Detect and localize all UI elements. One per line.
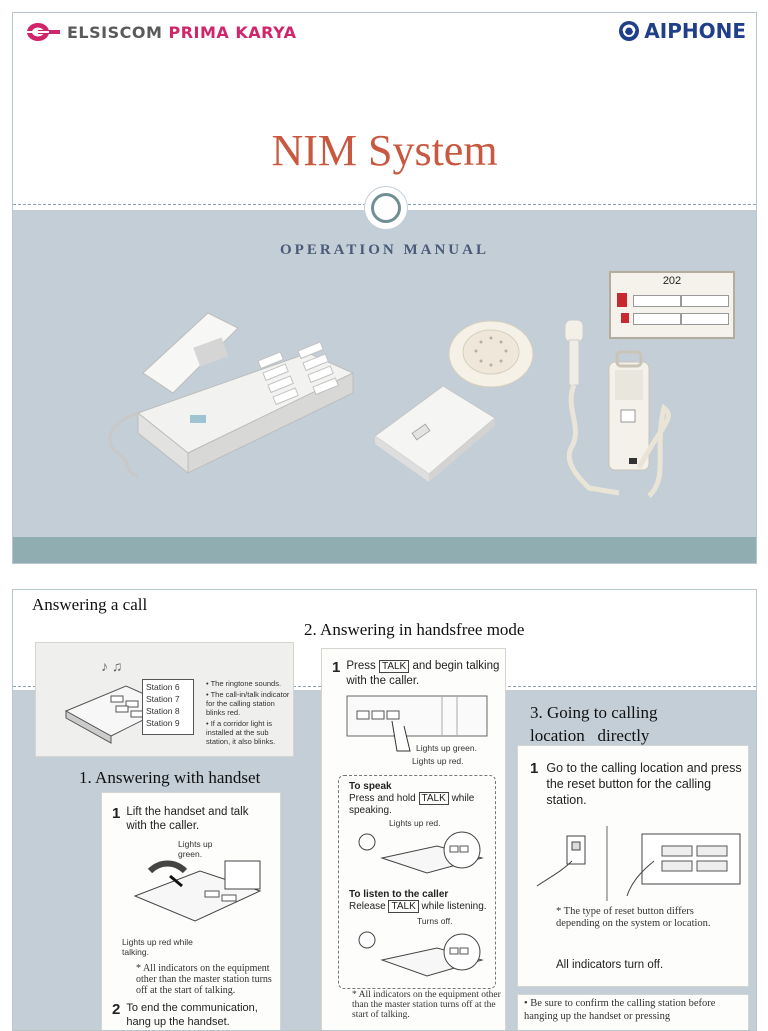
listen-illustration-icon	[358, 931, 484, 977]
cover-slide: ELSISCOM PRIMA KARYA AIPHONE NIM System …	[12, 12, 757, 564]
corridor-panel-image: 202	[609, 271, 735, 339]
reset-button-illustration-icon	[536, 826, 741, 901]
elsiscom-wordmark: ELSISCOM PRIMA KARYA	[67, 23, 297, 42]
step-text: Go to the calling location and press the…	[546, 761, 742, 807]
slide-heading: Answering a call	[32, 595, 148, 614]
handset-lift-icon	[133, 860, 262, 922]
speak-post: while speaking.	[349, 793, 475, 816]
pendant-call-station-image	[564, 319, 671, 498]
step-text: Lift the handset and talk with the calle…	[126, 806, 249, 832]
step-number: 1	[530, 760, 539, 777]
svg-text:♪ ♫: ♪ ♫	[101, 658, 122, 674]
section3-heading-line2: location directly	[530, 726, 650, 745]
section2-card: 1 Press TALK and begin talking with the …	[321, 648, 506, 1030]
station-list-callout: Station 6 Station 7 Station 8 Station 9	[142, 679, 194, 735]
listen-pre: Release	[349, 901, 386, 912]
brand-part1: ELSISCOM	[67, 22, 163, 42]
elsiscom-logo: ELSISCOM PRIMA KARYA	[25, 21, 297, 43]
listen-post: while listening.	[421, 901, 487, 912]
label-green: Lights up green.	[178, 839, 213, 859]
note-line: • The ringtone sounds.	[206, 679, 282, 688]
page-subtitle: OPERATION MANUAL	[280, 242, 489, 258]
station-label: Station 9	[146, 718, 180, 728]
section1-heading: 1. Answering with handset	[79, 768, 261, 787]
section3-note: * The type of reset button differs depen…	[556, 906, 711, 929]
speak-title: To speak	[349, 781, 392, 792]
section3-heading-line1: 3. Going to calling	[530, 703, 658, 722]
sub-station-image	[374, 385, 496, 482]
speak-pre: Press and hold	[349, 793, 416, 804]
ring-ornament-icon	[365, 187, 407, 229]
answering-call-slide: Answering a call ♪ ♫ Station 6 Station 7…	[12, 589, 757, 1031]
step-number: 1	[332, 659, 341, 676]
section2-note: * All indicators on the equipment other …	[352, 990, 501, 1020]
step-text: To end the communication, hang up the ha…	[126, 1002, 258, 1028]
speak-label: Lights up red.	[389, 818, 441, 828]
station-label: Station 8	[146, 706, 180, 716]
elsiscom-mark-icon	[25, 21, 61, 43]
ringing-illustration: ♪ ♫ Station 6 Station 7 Station 8 Statio…	[35, 642, 294, 757]
panel-number: 202	[662, 275, 682, 287]
page-title: NIM System	[271, 126, 498, 175]
step-number: 2	[112, 1001, 121, 1018]
ceiling-speaker-image	[448, 320, 534, 388]
ringing-notes: • The ringtone sounds. • The call-in/tal…	[206, 679, 292, 746]
step-number: 1	[112, 805, 121, 822]
step-text-pre: Press	[346, 660, 376, 672]
note-line: • The call-in/talk indicator for the cal…	[206, 690, 290, 717]
talk-button-press-icon	[346, 695, 488, 752]
talk-key-label: TALK	[378, 660, 410, 673]
aiphone-mark-icon	[619, 21, 640, 41]
label-green: Lights up green.	[416, 743, 477, 753]
station-label: Station 7	[146, 694, 180, 704]
section2-heading: 2. Answering in handsfree mode	[304, 620, 525, 639]
section3-card: 1 Go to the calling location and press t…	[517, 745, 749, 987]
master-station-image	[108, 312, 355, 477]
label-red: Lights up red while talking.	[122, 937, 193, 957]
warning-card: • Be sure to confirm the calling station…	[517, 994, 749, 1030]
warning-text: • Be sure to confirm the calling station…	[524, 998, 716, 1022]
bottom-bar	[13, 537, 756, 563]
speak-listen-box: To speak Press and hold TALK while speak…	[338, 775, 496, 989]
speak-illustration-icon	[358, 831, 484, 874]
aiphone-logo: AIPHONE	[618, 19, 746, 43]
section1-card: 1 Lift the handset and talk with the cal…	[101, 792, 281, 1030]
talk-key-label: TALK	[388, 900, 419, 913]
listen-title: To listen to the caller	[349, 889, 449, 900]
station-label: Station 6	[146, 682, 180, 692]
talk-key-label: TALK	[418, 792, 449, 805]
note-line: • If a corridor light is installed at th…	[206, 719, 276, 746]
label-red: Lights up red.	[412, 756, 464, 766]
listen-label: Turns off.	[417, 916, 453, 926]
brand-part2: PRIMA KARYA	[168, 22, 297, 42]
step-text-post: and begin talking with the caller.	[346, 660, 500, 687]
all-off-text: All indicators turn off.	[556, 959, 664, 971]
section1-note: * All indicators on the equipment other …	[136, 963, 272, 996]
aiphone-wordmark: AIPHONE	[644, 19, 746, 43]
